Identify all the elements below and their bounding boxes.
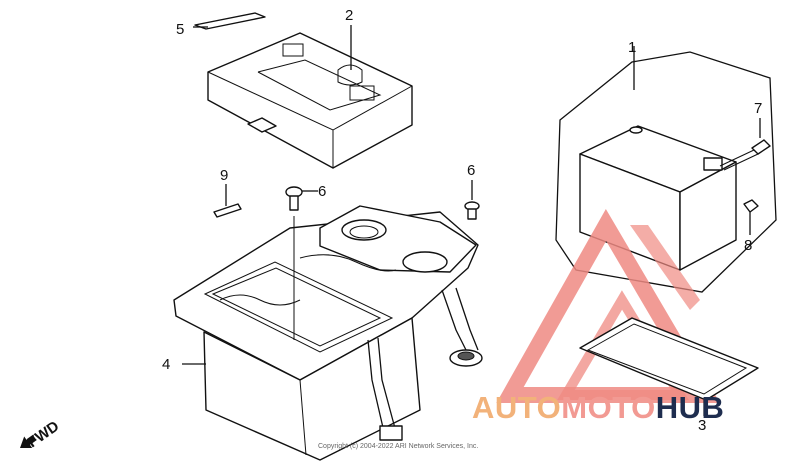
- bolt-part-6-right: [464, 201, 480, 220]
- callout-7: 7: [754, 100, 762, 117]
- battery-box-part-4: [173, 205, 483, 461]
- callout-6-right: 6: [467, 162, 475, 179]
- pin-part-9: [213, 203, 242, 218]
- callout-4: 4: [162, 356, 170, 373]
- watermark-hub: HUB: [655, 390, 725, 425]
- callout-2: 2: [345, 7, 353, 24]
- callout-8: 8: [744, 237, 752, 254]
- watermark-text: AUTOMOTOHUB: [472, 390, 724, 426]
- copyright-text: Copyright (c) 2004-2022 ARI Network Serv…: [318, 443, 479, 450]
- callout-3: 3: [698, 417, 706, 434]
- callout-5: 5: [176, 21, 184, 38]
- label-strip-part-5: [194, 12, 266, 30]
- nut-part-8: [743, 199, 759, 213]
- battery-cover-part-2: [207, 32, 413, 169]
- fwd-label: FWD: [25, 418, 63, 452]
- callout-9: 9: [220, 167, 228, 184]
- bolt-part-6-left: [285, 186, 303, 211]
- fwd-arrow-icon: [20, 435, 37, 448]
- callout-1: 1: [628, 39, 636, 56]
- watermark-moto: MOTO: [561, 390, 656, 425]
- battery-outline-group: [555, 51, 777, 293]
- pad-part-3: [579, 317, 759, 401]
- callout-6-left: 6: [318, 183, 326, 200]
- cover-strap: [337, 64, 363, 86]
- screw-part-7: [719, 139, 771, 171]
- watermark-auto: AUTO: [472, 390, 562, 425]
